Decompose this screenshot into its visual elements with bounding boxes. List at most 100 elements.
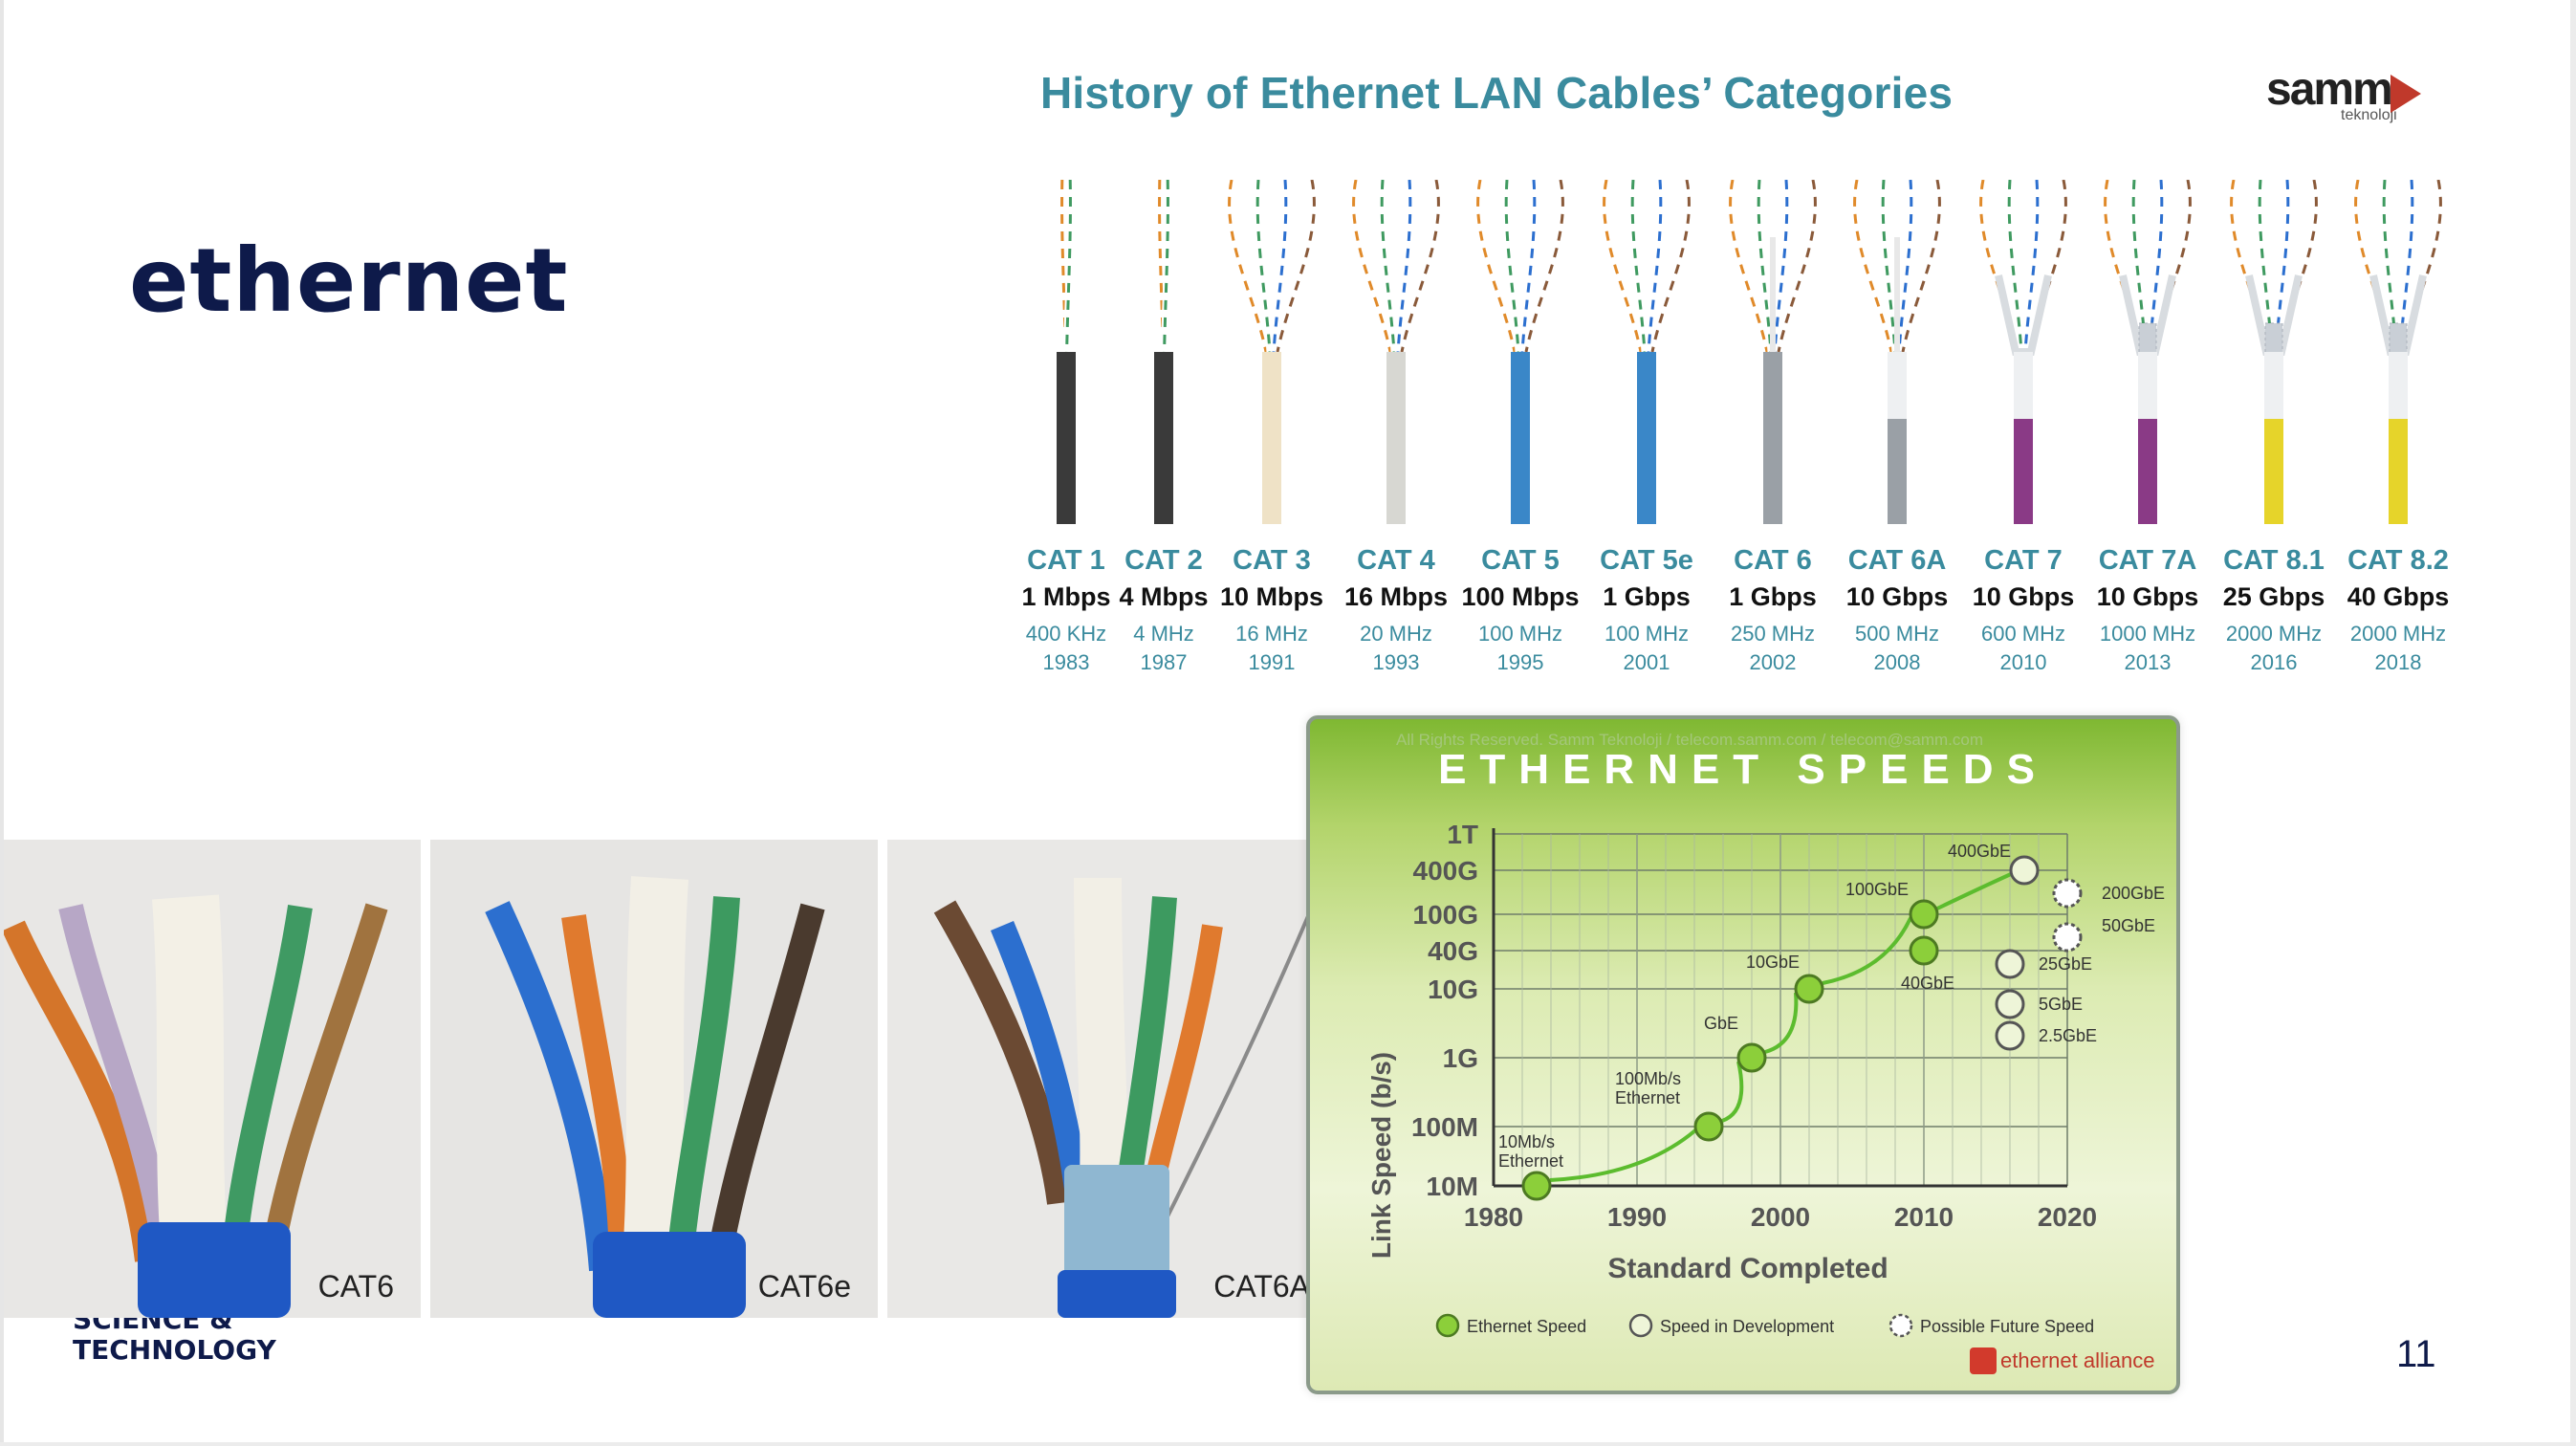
y-tick-label: 100G (1413, 900, 1479, 930)
cat6e-wires-image (430, 840, 878, 1318)
slide-title: ethernet (129, 230, 569, 332)
progress-arrow (1822, 917, 1912, 985)
point-label: 400GbE (1948, 842, 2011, 861)
y-axis-label: Link Speed (b/s) (1366, 1052, 1396, 1259)
category-freq: 600 MHz (1980, 622, 2066, 646)
cable-cat-6 (1727, 180, 1819, 524)
samm-logo: samm teknoloji (2266, 63, 2448, 130)
legend-marker (1628, 1313, 1653, 1338)
progress-arrow (1936, 872, 2012, 910)
category-speed: 25 Gbps (2222, 582, 2325, 611)
school-line-2: TECHNOLOGY (73, 1334, 276, 1366)
category-name: CAT 1 (1027, 545, 1105, 576)
data-point (1909, 899, 1939, 930)
point-label: 50GbE (2102, 916, 2155, 935)
logo-arrow-icon (2390, 75, 2421, 113)
cable-cat-8-1 (2228, 180, 2320, 524)
chart-grid (1492, 828, 2068, 1188)
category-freq: 2000 MHz (2225, 622, 2323, 646)
page-number: 11 (2396, 1333, 2436, 1375)
data-point (1693, 1111, 1724, 1142)
category-name: CAT 6 (1734, 545, 1812, 576)
category-speed: 1 Gbps (1729, 582, 1817, 611)
point-label: 5GbE (2039, 995, 2083, 1014)
category-freq: 400 KHz (1025, 622, 1107, 646)
category-year: 1983 (1042, 650, 1090, 674)
cat6a-wires-image (887, 840, 1337, 1318)
point-label: 40GbE (1901, 974, 1954, 993)
alliance-mark-icon (1970, 1347, 1997, 1374)
category-speed: 100 Mbps (1461, 582, 1580, 611)
point-label: 100GbE (1845, 880, 1909, 899)
category-year: 2013 (2124, 650, 2172, 674)
category-year: 2008 (1873, 650, 1921, 674)
category-freq: 500 MHz (1854, 622, 1940, 646)
category-speed: 40 Gbps (2347, 582, 2450, 611)
progression-arrows (1549, 872, 2012, 1182)
y-tick-label: 10M (1427, 1172, 1478, 1201)
category-freq: 250 MHz (1730, 622, 1816, 646)
data-point (1909, 935, 1939, 966)
category-speed: 10 Gbps (1845, 582, 1949, 611)
category-cat-6a: CAT 6A 10 Gbps 500 MHz 2008 (1834, 545, 1960, 675)
category-name: CAT 6A (1847, 545, 1947, 576)
category-freq: 20 MHz (1360, 622, 1432, 646)
data-point (1995, 989, 2025, 1019)
y-tick-label: 40G (1428, 936, 1478, 966)
category-name: CAT 3 (1233, 545, 1311, 576)
cable-cat-8-2 (2352, 180, 2444, 524)
legend-marker (1435, 1313, 1460, 1338)
photo-cat6: CAT6 (4, 840, 421, 1318)
data-point (2009, 855, 2040, 886)
y-tick-label: 100M (1411, 1112, 1478, 1142)
category-name: CAT 8.2 (2347, 545, 2449, 576)
category-speed: 10 Mbps (1219, 582, 1324, 611)
data-point (2052, 878, 2083, 909)
chart-title: ETHERNET SPEEDS (1438, 746, 2048, 793)
category-year: 1991 (1248, 650, 1296, 674)
category-freq: 100 MHz (1604, 622, 1690, 646)
x-tick-label: 2010 (1894, 1202, 1954, 1232)
category-name: CAT 8.1 (2223, 545, 2325, 576)
category-freq: 100 MHz (1477, 622, 1563, 646)
x-axis-label: Standard Completed (1607, 1253, 1888, 1284)
point-label: GbE (1704, 1014, 1738, 1033)
alliance-brand: ethernet alliance (2000, 1348, 2154, 1372)
data-point (2052, 922, 2083, 953)
category-year: 2001 (1623, 650, 1670, 674)
cat6-wires-image (4, 840, 421, 1318)
logo-subtitle: teknoloji (2341, 107, 2397, 123)
cable-cat-7 (1977, 180, 2069, 524)
category-speed: 10 Gbps (1972, 582, 2075, 611)
ethernet-alliance-logo: ethernet alliance (1970, 1347, 2154, 1374)
photo-caption-cat6a: CAT6A (1213, 1269, 1310, 1304)
category-speed: 1 Mbps (1021, 582, 1111, 611)
photo-caption-cat6: CAT6 (317, 1269, 394, 1304)
cable-cat-6a (1851, 180, 1943, 524)
cable-cat-5e (1601, 180, 1692, 524)
slide-bottom-edge (0, 1442, 2576, 1446)
cable-cat-5 (1474, 180, 1566, 524)
y-tick-label: 1T (1447, 820, 1478, 849)
category-year: 1993 (1372, 650, 1420, 674)
data-point (1521, 1171, 1552, 1201)
chart-watermark: All Rights Reserved. Samm Teknoloji / te… (1396, 731, 1984, 749)
x-tick-label: 1980 (1464, 1202, 1523, 1232)
point-label: 2.5GbE (2039, 1026, 2097, 1045)
category-freq: 4 MHz (1133, 622, 1194, 646)
